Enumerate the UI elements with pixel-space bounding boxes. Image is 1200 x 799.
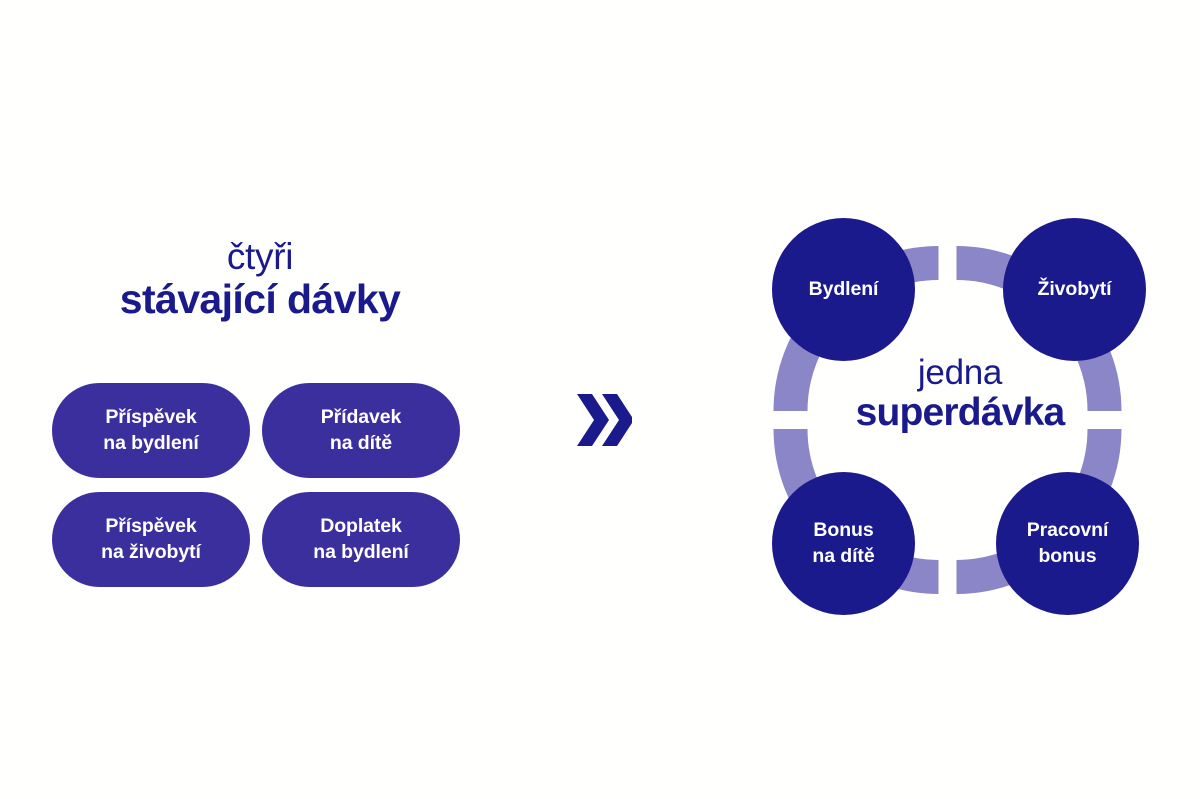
- benefit-pill-label: Příspěvek na živobytí: [101, 514, 201, 565]
- superbenefit-node-line-1: Pracovní: [1026, 519, 1109, 542]
- benefit-pill-line-1: Doplatek: [320, 514, 402, 537]
- superbenefit-node-label: Bydlení: [809, 277, 879, 302]
- benefit-pill-prispevek-na-zivobyti: Příspěvek na živobytí: [52, 492, 250, 587]
- superbenefit-node-label: Živobytí: [1038, 277, 1112, 302]
- left-heading-line-1: čtyři: [226, 236, 294, 277]
- superbenefit-node-zivobyti: Živobytí: [1003, 218, 1146, 361]
- benefit-pill-line-2: na bydlení: [103, 431, 199, 454]
- benefit-pill-label: Přídavek na dítě: [321, 405, 402, 456]
- center-label: jedna superdávka: [820, 353, 1100, 435]
- superbenefit-ring-diagram: jedna superdávka Bydlení Živobytí Bonus …: [760, 206, 1160, 636]
- left-heading: čtyři stávající dávky: [60, 236, 460, 323]
- superbenefit-node-pracovni-bonus: Pracovní bonus: [996, 472, 1139, 615]
- superbenefit-node-line-1: Bonus: [813, 519, 874, 542]
- superbenefit-node-line-1: Bydlení: [808, 277, 879, 300]
- superbenefit-node-label: Pracovní bonus: [1027, 518, 1109, 569]
- center-label-line-1: jedna: [917, 353, 1003, 392]
- benefit-pill-line-1: Přídavek: [320, 405, 402, 428]
- benefit-pill-label: Příspěvek na bydlení: [103, 405, 199, 456]
- superbenefit-node-line-2: bonus: [1038, 544, 1097, 567]
- superbenefit-node-line-1: Živobytí: [1037, 277, 1112, 300]
- benefit-pill-line-2: na bydlení: [313, 540, 409, 563]
- superbenefit-node-label: Bonus na dítě: [812, 518, 874, 569]
- center-label-line-2: superdávka: [855, 391, 1066, 435]
- superbenefit-node-bonus-na-dite: Bonus na dítě: [772, 472, 915, 615]
- benefit-pill-doplatek-na-bydleni: Doplatek na bydlení: [262, 492, 460, 587]
- benefit-pill-line-1: Příspěvek: [105, 405, 197, 428]
- left-heading-line-2: stávající dávky: [119, 276, 401, 323]
- benefit-pill-line-1: Příspěvek: [105, 514, 197, 537]
- benefit-pill-line-2: na živobytí: [101, 540, 201, 563]
- benefit-pill-prispevek-na-bydleni: Příspěvek na bydlení: [52, 383, 250, 478]
- benefit-pill-line-2: na dítě: [329, 431, 393, 454]
- superbenefit-node-bydleni: Bydlení: [772, 218, 915, 361]
- benefit-pill-label: Doplatek na bydlení: [313, 514, 409, 565]
- superbenefit-node-line-2: na dítě: [812, 544, 875, 567]
- double-chevron-right-icon: [572, 392, 634, 448]
- benefit-pill-grid: Příspěvek na bydlení Přídavek na dítě Př…: [52, 383, 460, 587]
- benefit-pill-pridavek-na-dite: Přídavek na dítě: [262, 383, 460, 478]
